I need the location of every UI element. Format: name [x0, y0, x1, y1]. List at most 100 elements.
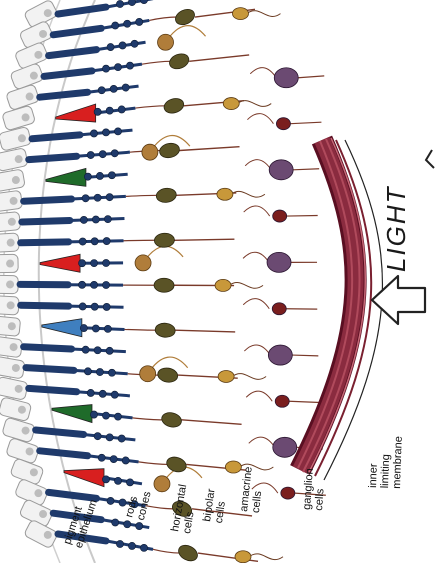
- photoreceptor-nucleus: [104, 216, 111, 223]
- pigment-cell: [0, 126, 32, 151]
- photoreceptor-nucleus: [102, 281, 109, 288]
- photoreceptor-nucleus: [102, 412, 109, 419]
- photoreceptor-nucleus: [96, 368, 103, 375]
- photoreceptor-nucleus: [80, 324, 87, 331]
- bipolar-dendrite: [139, 462, 169, 465]
- ganglion-axon: [292, 355, 318, 356]
- photoreceptor-nucleus: [104, 325, 111, 332]
- ganglion-cell: [274, 68, 298, 88]
- photoreceptor-nucleus: [98, 87, 105, 94]
- pigment-granule: [39, 30, 47, 38]
- amacrine-process: [249, 554, 283, 560]
- light-label: LIGHT: [381, 185, 411, 272]
- photoreceptor-nucleus: [91, 238, 98, 245]
- photoreceptor-nucleus: [96, 172, 103, 179]
- pigment-cell: [0, 148, 28, 172]
- bipolar-cell: [162, 96, 185, 115]
- bipolar-dendrite: [124, 329, 157, 330]
- ganglion-dendrite: [243, 299, 269, 309]
- photoreceptor-nucleus: [114, 64, 121, 71]
- bipolar-cell: [158, 142, 180, 160]
- pigment-granule: [7, 239, 15, 247]
- rod-outer-segment: [49, 492, 97, 498]
- cone-outer-segment: [56, 104, 96, 122]
- pigment-granule: [6, 260, 14, 268]
- bipolar-axon: [189, 55, 249, 61]
- photoreceptor-nucleus: [111, 391, 118, 398]
- photoreceptor-nucleus: [79, 238, 86, 245]
- rod-outer-segment: [21, 242, 69, 243]
- rod-outer-segment: [21, 305, 69, 306]
- photoreceptor-nucleus: [102, 476, 109, 483]
- pigment-granule: [10, 197, 18, 205]
- ganglion-dendrite: [243, 252, 269, 262]
- photoreceptor-nucleus: [106, 194, 113, 201]
- horizontal-cell: [142, 144, 158, 160]
- pigment-granule: [26, 93, 34, 101]
- ganglion-axon: [298, 76, 324, 78]
- ganglion-dendrite: [245, 160, 271, 170]
- photoreceptor-nucleus: [114, 413, 121, 420]
- photoreceptor-nucleus: [94, 433, 101, 440]
- pigment-granule: [8, 218, 16, 226]
- photoreceptor-nucleus: [110, 85, 117, 92]
- ganglion-axon: [293, 169, 319, 170]
- cone-outer-segment: [42, 319, 82, 337]
- photoreceptor-nucleus: [116, 540, 123, 547]
- label-amacrine-cells: amacrine cells: [238, 466, 267, 514]
- rod-outer-segment: [32, 135, 80, 139]
- photoreceptor-nucleus: [131, 40, 138, 47]
- ganglion-cell: [281, 487, 295, 499]
- ganglion-dendrite: [249, 437, 275, 447]
- photoreceptor-nucleus: [112, 22, 119, 29]
- label-inner: inner: [367, 463, 380, 488]
- bipolar-cell: [176, 542, 200, 563]
- photoreceptor-nucleus: [78, 260, 85, 267]
- pigment-granule: [44, 531, 52, 539]
- photoreceptor-nucleus: [140, 544, 147, 551]
- cone-axon: [86, 174, 128, 177]
- horizontal-cell: [154, 476, 170, 492]
- bipolar-axon: [182, 420, 242, 424]
- photoreceptor-nucleus: [102, 65, 109, 72]
- rod-outer-segment: [58, 7, 106, 14]
- pigment-granule: [22, 113, 30, 121]
- ganglion-cell: [269, 160, 293, 180]
- bipolar-cell: [173, 6, 197, 27]
- bipolar-cell: [154, 233, 175, 248]
- bipolar-cell: [167, 51, 191, 71]
- ganglion-dendrite: [250, 68, 276, 78]
- photoreceptor-nucleus: [140, 0, 147, 4]
- amacrine-process: [231, 191, 265, 197]
- horizontal-cell: [158, 34, 174, 50]
- cone-outer-segment: [52, 405, 92, 423]
- label-bipolar-cells-word: cells: [213, 500, 228, 524]
- rod-outer-segment: [22, 220, 70, 222]
- amacrine-cell: [218, 370, 234, 382]
- pigment-granule: [10, 343, 18, 351]
- photoreceptor-nucleus: [94, 194, 101, 201]
- photoreceptor-nucleus: [82, 195, 89, 202]
- ganglion-cell: [273, 210, 287, 222]
- pigment-granule: [6, 280, 14, 288]
- photoreceptor-nucleus: [94, 108, 101, 115]
- ganglion-cell-layer: [267, 68, 298, 499]
- bipolar-dendrite: [135, 106, 166, 108]
- ganglion-cell: [275, 395, 289, 407]
- photoreceptor-nucleus: [114, 477, 121, 484]
- amacrine-process: [246, 11, 280, 17]
- photoreceptor-nucleus: [108, 172, 115, 179]
- cone-outer-segment: [46, 168, 86, 186]
- pigment-granule: [18, 134, 26, 142]
- pigment-cell: [0, 376, 28, 400]
- cone-outer-segment: [40, 254, 80, 272]
- photoreceptor-nucleus: [128, 0, 135, 6]
- photoreceptor-nucleus: [91, 303, 98, 310]
- photoreceptor-nucleus: [118, 435, 125, 442]
- photoreceptor-nucleus: [78, 281, 85, 288]
- amacrine-process: [229, 283, 263, 289]
- bipolar-axon: [174, 239, 234, 240]
- horizontal-cell: [140, 366, 156, 382]
- bipolar-axon: [180, 147, 240, 151]
